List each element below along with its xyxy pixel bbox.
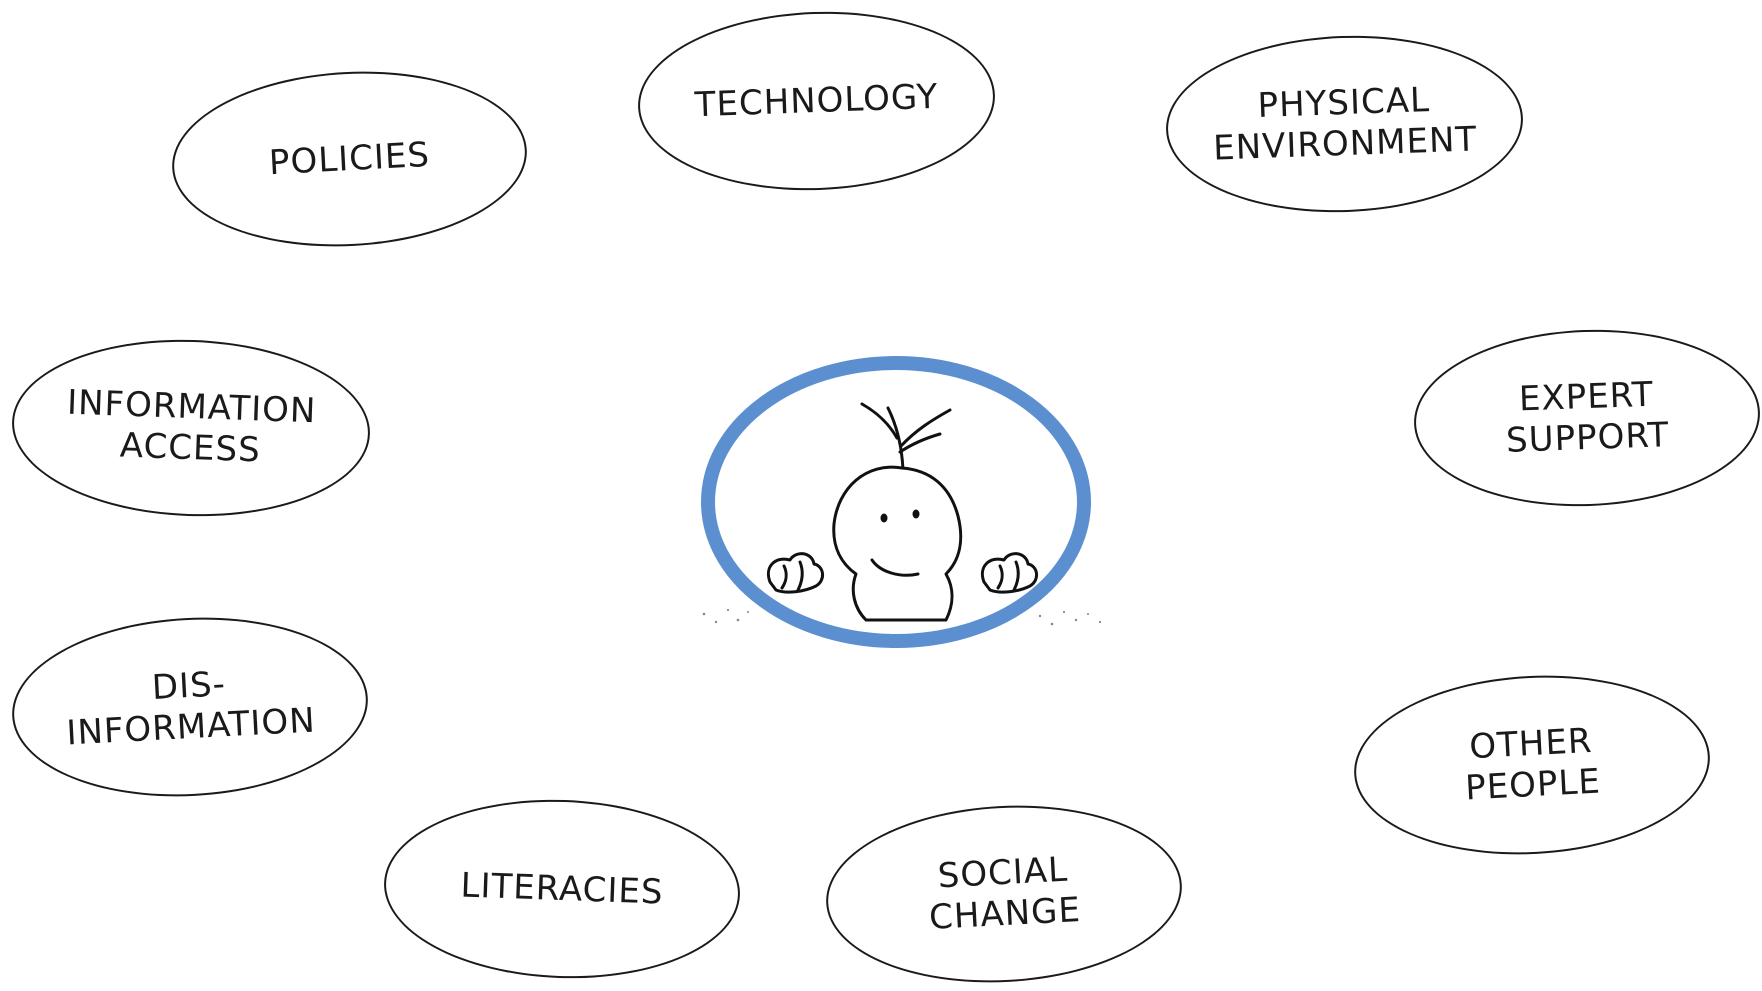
center-ring	[701, 356, 1091, 648]
doodle-creature-icon	[702, 402, 1102, 626]
